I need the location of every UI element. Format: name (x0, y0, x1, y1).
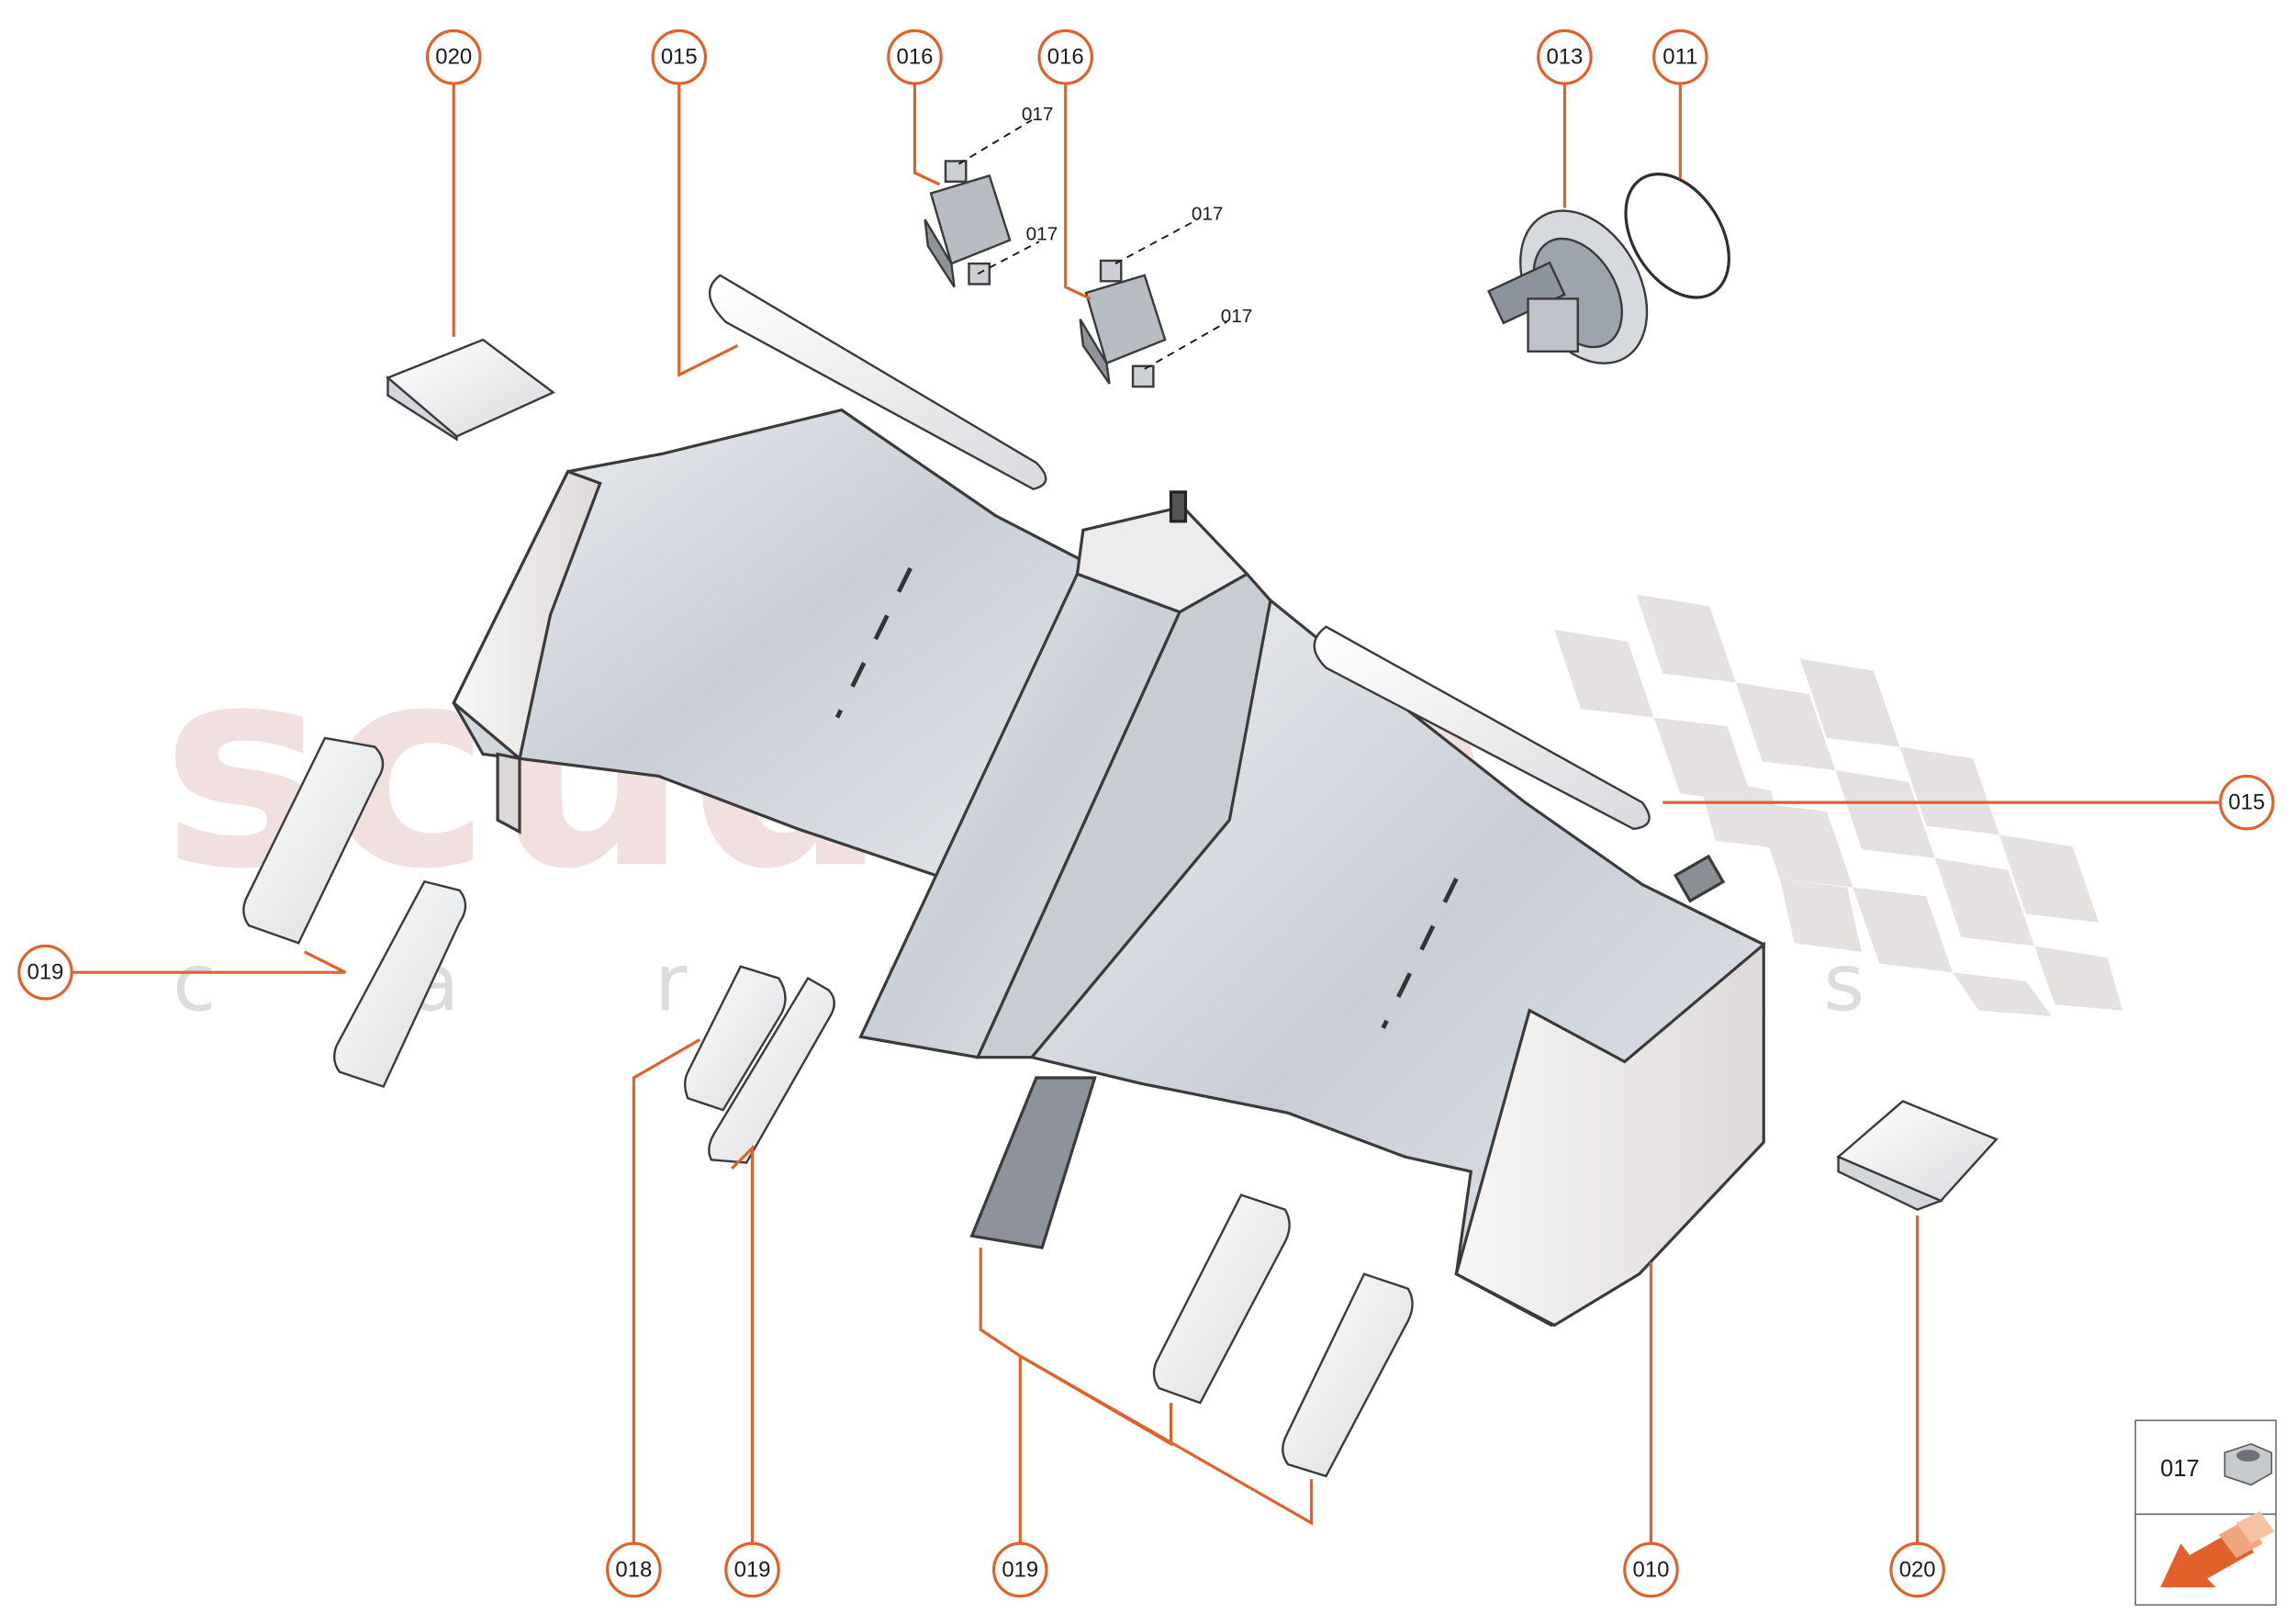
callout-label: 010 (1633, 1557, 1670, 1582)
watermark-checker-flag (1554, 594, 2122, 1017)
callout-circle (991, 1541, 1048, 1598)
part-013-pump-flange (1487, 209, 1649, 364)
part-015-strip-right (1313, 625, 1651, 831)
legend-box: 017 (2134, 1419, 2278, 1607)
legend-part-label: 017 (2160, 1456, 2200, 1482)
callout-circle (651, 28, 708, 85)
callout-019-10: 019 (724, 1541, 780, 1598)
part-020-pad-top (386, 338, 556, 442)
callout-020-1: 020 (425, 28, 482, 85)
callout-label: 018 (615, 1557, 652, 1582)
part-019-pad-3 (708, 976, 835, 1164)
part-019-pad-4 (1152, 1193, 1291, 1405)
callout-label: 016 (897, 45, 934, 70)
callout-label: 015 (2228, 790, 2265, 815)
callout-label: 011 (1662, 45, 1697, 70)
nut-icon (2223, 1442, 2273, 1486)
callout-circle (724, 1541, 780, 1598)
callout-label: 020 (435, 45, 472, 70)
callout-circle (1537, 28, 1593, 85)
front-arrow-icon (2160, 1511, 2275, 1588)
callout-015-7: 015 (2219, 774, 2275, 831)
part-011-seal-ring (1624, 173, 1730, 299)
part-019-pad-1 (242, 736, 385, 945)
label-017-3: 017 (1192, 203, 1224, 224)
part-018-pad (683, 965, 787, 1112)
callout-circle (1037, 28, 1094, 85)
callout-011-6: 011 (1652, 28, 1708, 85)
part-010-fuel-tank (452, 408, 1765, 1327)
callout-circle (887, 28, 943, 85)
callout-label: 020 (1899, 1557, 1936, 1582)
callout-circle (17, 944, 73, 1001)
part-016-module-b (1079, 259, 1167, 388)
callout-circle (1623, 1541, 1679, 1598)
callout-label: 019 (27, 960, 63, 985)
part-020-pad-bottom (1836, 1100, 1998, 1211)
callout-label: 015 (661, 45, 698, 70)
part-019-pad-2 (332, 879, 467, 1089)
callout-label: 013 (1546, 45, 1583, 70)
callout-015-2: 015 (651, 28, 708, 85)
callout-013-5: 013 (1537, 28, 1593, 85)
callout-020-13: 020 (1889, 1541, 1945, 1598)
label-017-2: 017 (1026, 224, 1058, 245)
callout-018-9: 018 (606, 1541, 662, 1598)
leaders-017 (957, 118, 1227, 370)
callout-010-12: 010 (1623, 1541, 1679, 1598)
callout-circle (606, 1541, 662, 1598)
callout-circle (1652, 28, 1708, 85)
part-019-pad-5 (1282, 1272, 1414, 1478)
label-017-1: 017 (1022, 104, 1054, 125)
callout-016-3: 016 (887, 28, 943, 85)
callout-layer: 020 015 016 016 013 011 015 019 018 019 019 010 020 (17, 28, 2275, 1598)
callout-019-8: 019 (17, 944, 73, 1001)
callout-label: 019 (734, 1557, 771, 1582)
part-015-strip-top (708, 274, 1047, 491)
callout-label: 019 (1002, 1557, 1038, 1582)
callout-leaders (70, 82, 2220, 1544)
callout-circle (2219, 774, 2275, 831)
callout-016-4: 016 (1037, 28, 1094, 85)
part-016-module-a (924, 160, 1012, 288)
callout-circle (425, 28, 482, 85)
callout-019-11: 019 (991, 1541, 1048, 1598)
callout-label: 016 (1047, 45, 1084, 70)
label-017-4: 017 (1221, 306, 1253, 327)
callout-circle (1889, 1541, 1945, 1598)
fitting-connector (1673, 854, 1726, 903)
